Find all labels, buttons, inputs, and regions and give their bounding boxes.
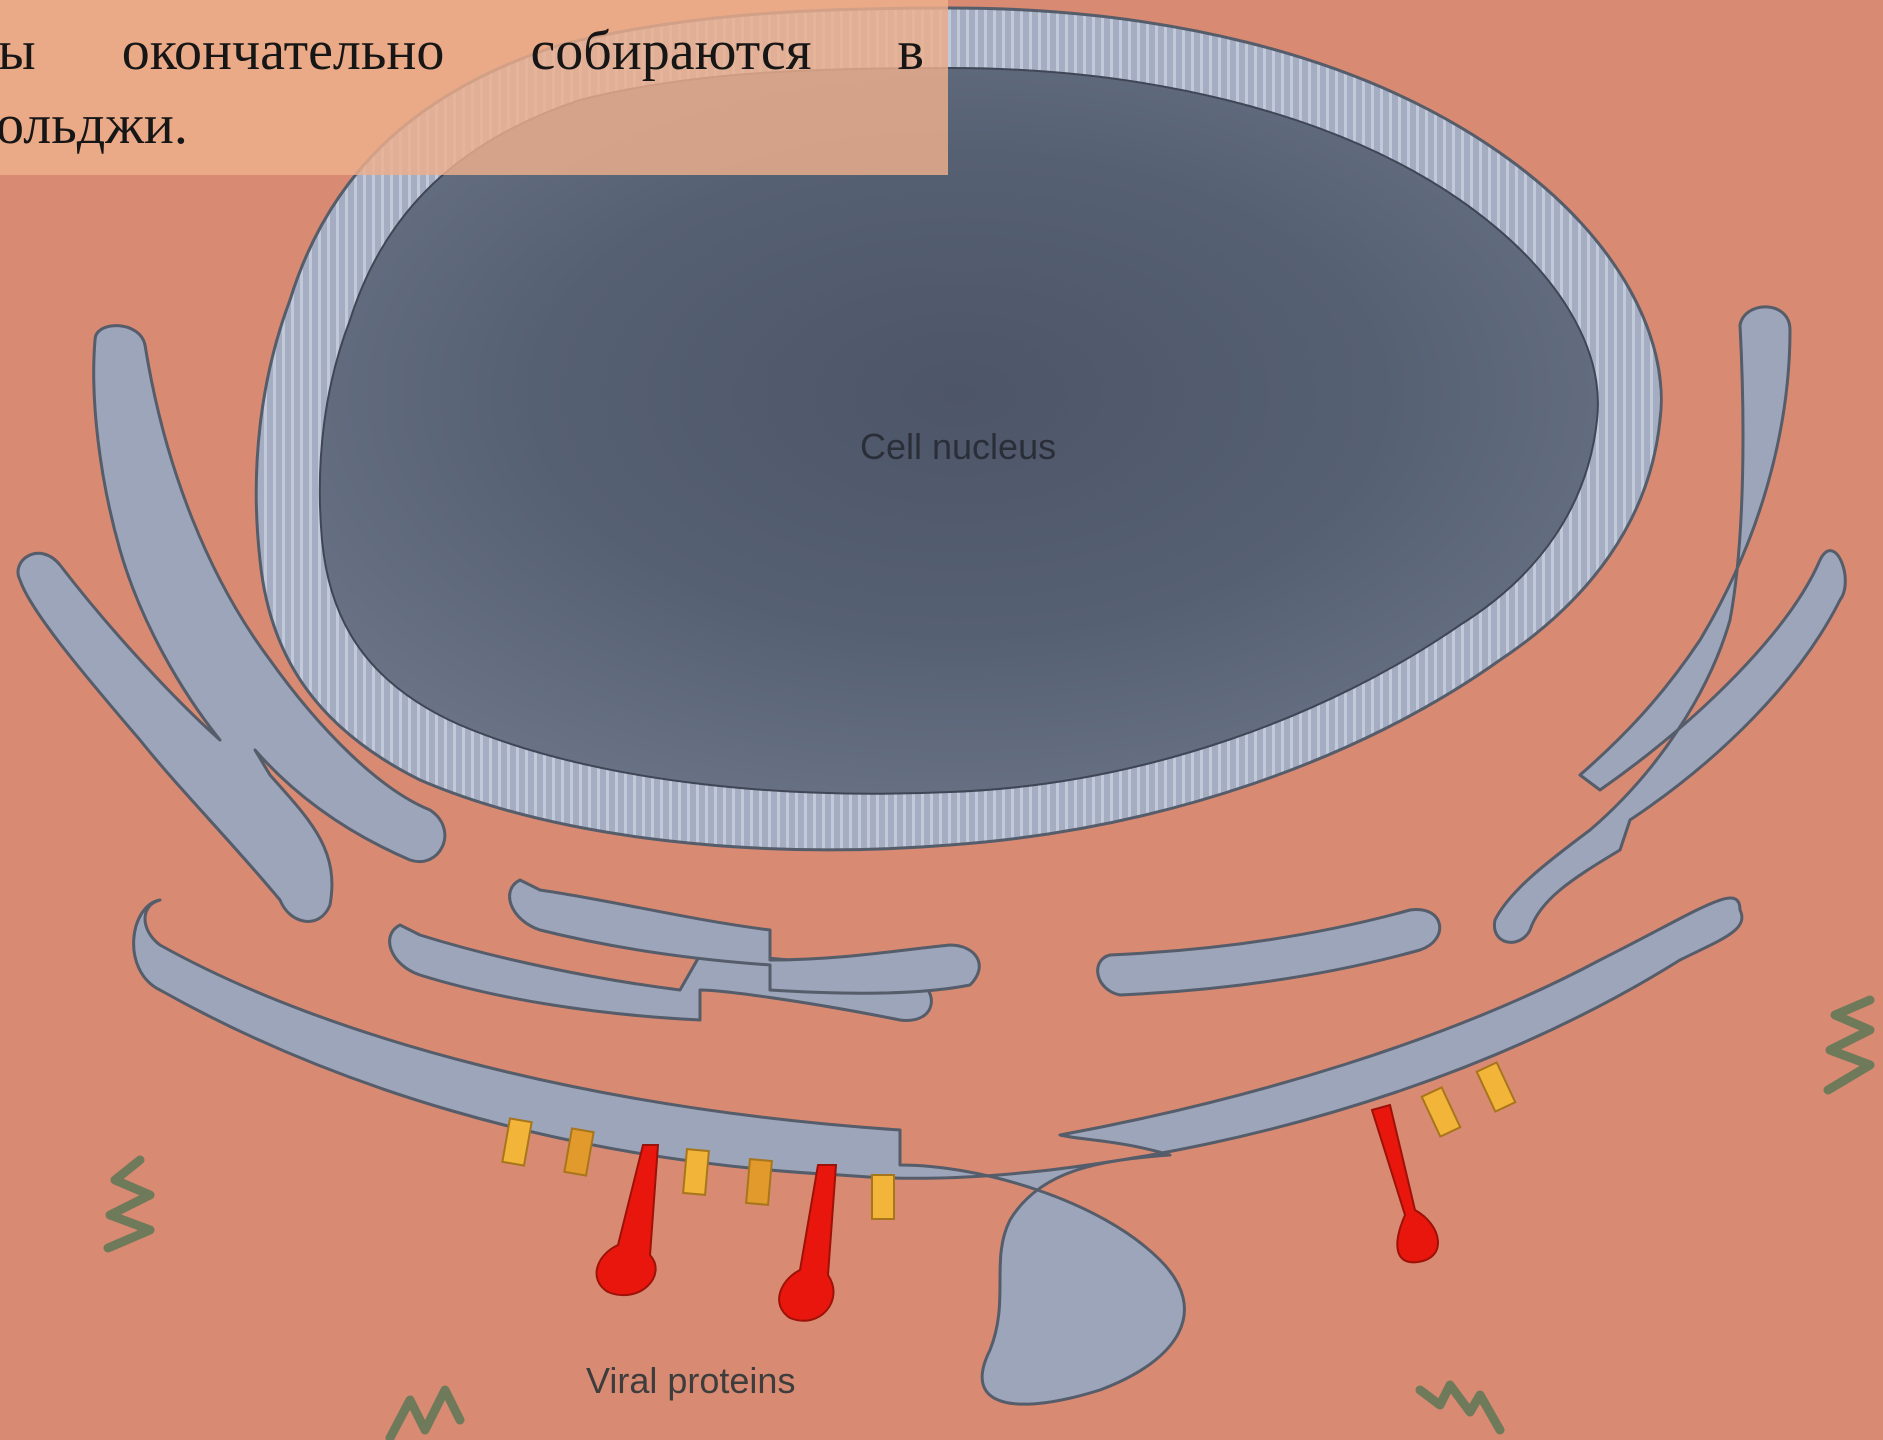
squiggle-icon [390, 1390, 460, 1438]
viral-protein [1372, 1105, 1438, 1262]
protein-block [683, 1149, 709, 1195]
protein-block [746, 1159, 772, 1205]
viral-proteins-label: Viral proteins [586, 1360, 795, 1402]
caption-box: ы окончательно собираются в ольджи. [0, 0, 948, 175]
caption-word: в [898, 14, 924, 88]
squiggle-icon [108, 1160, 150, 1248]
squiggle-icon [1828, 1000, 1870, 1090]
squiggle-icon [1420, 1385, 1500, 1430]
caption-word: окончательно [122, 14, 445, 88]
caption-line-1: ы окончательно собираются в [0, 14, 924, 88]
protein-block [1422, 1087, 1461, 1136]
protein-block [1477, 1062, 1516, 1111]
cell-nucleus-label: Cell nucleus [860, 426, 1056, 468]
caption-line-2: ольджи. [0, 88, 924, 162]
viral-protein [597, 1145, 658, 1295]
caption-word: собираются [530, 14, 811, 88]
caption-word: ы [0, 14, 36, 88]
viral-protein [779, 1165, 836, 1321]
protein-block [872, 1175, 894, 1219]
